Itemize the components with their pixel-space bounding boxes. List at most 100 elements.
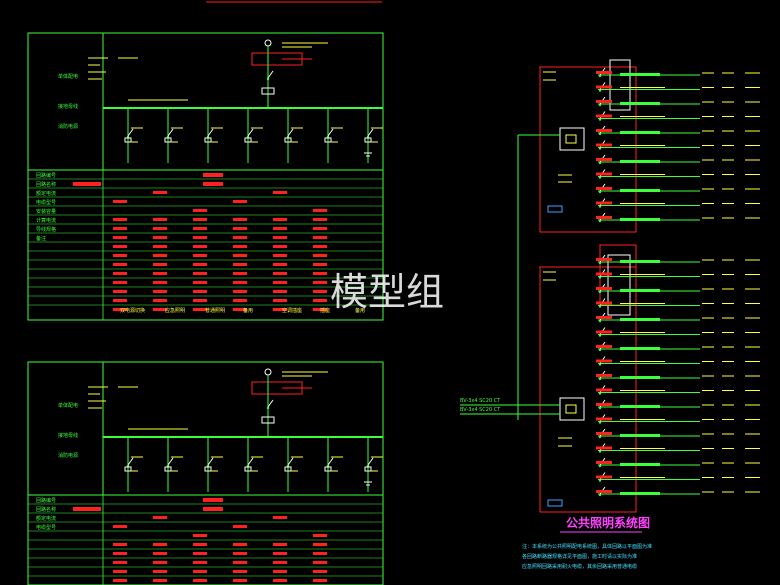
table-red-cell <box>233 245 247 248</box>
panel-top-left: 单体配电接地母线消防电源回路编号回路名称额定电流电缆型号安装容量计算电流导线规格… <box>27 32 384 321</box>
circuit-breaker-5-blade <box>327 457 334 466</box>
bottom-circuit-label: 备用 <box>355 307 365 314</box>
branch-cable-tag <box>620 318 660 321</box>
table-red-cell <box>273 579 287 582</box>
bottom-circuit-label: 备用 <box>243 307 253 314</box>
bottom-circuit-label: 普通照明 <box>205 307 225 314</box>
branch-cable-tag <box>620 289 660 292</box>
table-red-cell <box>113 281 127 284</box>
table-red-cell <box>313 552 327 555</box>
table-red-cell <box>193 209 207 212</box>
table-red-cell <box>193 543 207 546</box>
bottom-circuit-label: 双电源切换 <box>120 307 145 314</box>
table-red-cell <box>193 218 207 221</box>
upper-tag <box>547 205 563 213</box>
branch-breaker-contact <box>598 290 602 294</box>
lower-meter <box>607 254 631 316</box>
branch-cable-tag <box>620 73 660 76</box>
table-red-bar <box>203 182 223 186</box>
table-red-cell <box>233 236 247 239</box>
table-red-cell <box>193 245 207 248</box>
circuit-breaker-3-blade <box>247 457 254 466</box>
watermark: 模型组 <box>330 270 444 314</box>
branch-red-tag <box>596 287 612 290</box>
table-red-cell <box>113 263 127 266</box>
circuit-breaker-2-blade <box>207 457 214 466</box>
circuit-breaker-0-blade <box>127 457 134 466</box>
table-red-cell <box>313 263 327 266</box>
table-red-cell <box>193 579 207 582</box>
table-red-cell <box>113 227 127 230</box>
branch-cable-tag <box>620 492 660 495</box>
branch-red-tag <box>596 201 612 205</box>
table-red-cell <box>193 561 207 564</box>
branch-red-tag <box>596 330 612 334</box>
table-red-cell <box>113 236 127 239</box>
branch-red-tag <box>596 461 612 464</box>
branch-cable-tag <box>620 160 660 163</box>
circuit-device-6 <box>364 137 372 143</box>
table-red-cell <box>153 308 167 311</box>
lower-tag <box>547 499 563 507</box>
table-red-cell <box>113 218 127 221</box>
circuit-device-2 <box>204 466 212 472</box>
upper-meter <box>609 59 631 111</box>
table-red-cell <box>113 200 127 203</box>
table-red-cell <box>233 570 247 573</box>
table-red-cell <box>153 290 167 293</box>
branch-breaker-contact <box>598 334 602 337</box>
branch-breaker-contact <box>598 392 602 395</box>
table-red-cell <box>273 245 287 248</box>
table-red-cell <box>193 281 207 284</box>
circuit-breaker-3-blade <box>247 128 254 137</box>
table-red-cell <box>193 272 207 275</box>
branch-cable-tag <box>620 347 660 350</box>
table-red-cell <box>273 272 287 275</box>
branch-red-tag <box>596 172 612 176</box>
table-red-cell <box>233 561 247 564</box>
table-red-cell <box>313 218 327 221</box>
table-red-cell <box>233 543 247 546</box>
bottom-circuit-label: 空调插座 <box>282 307 302 314</box>
table-red-cell <box>113 552 127 555</box>
branch-red-tag <box>596 216 612 219</box>
table-red-cell <box>273 254 287 257</box>
table-red-cell <box>153 236 167 239</box>
table-red-cell <box>113 543 127 546</box>
circuit-device-4 <box>284 466 292 472</box>
system-note-2: 各回路断路器规格详见平面图，施工时请以实际为准 <box>522 553 637 560</box>
row-label-fire: 消防电源 <box>58 452 78 459</box>
branch-breaker-contact <box>598 205 602 208</box>
table-red-cell <box>273 218 287 221</box>
table-red-cell <box>193 570 207 573</box>
branch-red-tag <box>596 388 612 392</box>
table-red-cell <box>313 299 327 302</box>
system-title: 公共照明系统图 <box>566 515 650 530</box>
lower-ats <box>559 397 585 421</box>
branch-breaker-contact <box>598 132 602 136</box>
row-label-fire: 消防电源 <box>58 123 78 130</box>
branch-breaker-contact <box>598 190 602 194</box>
panel-frame <box>27 361 384 585</box>
panel-frame <box>27 32 384 321</box>
branch-red-tag <box>596 475 612 479</box>
table-red-cell <box>313 290 327 293</box>
table-red-cell <box>193 236 207 239</box>
table-red-cell <box>313 254 327 257</box>
table-red-cell <box>153 254 167 257</box>
circuit-device-0 <box>124 137 132 143</box>
lower-ats-core <box>565 404 577 414</box>
table-red-cell <box>273 308 287 311</box>
circuit-breaker-6-blade <box>367 128 374 137</box>
table-red-cell <box>153 245 167 248</box>
upper-ats-core <box>565 134 577 144</box>
table-red-cell <box>113 299 127 302</box>
incoming-label-1: BV-3x4 SC20 CT <box>460 398 501 404</box>
table-red-cell <box>273 236 287 239</box>
table-row-label: 回路编号 <box>36 172 56 179</box>
table-red-cell <box>233 552 247 555</box>
branch-red-tag <box>596 490 612 493</box>
row-label-bus: 接地母线 <box>58 103 78 110</box>
branch-breaker-contact <box>598 118 602 121</box>
